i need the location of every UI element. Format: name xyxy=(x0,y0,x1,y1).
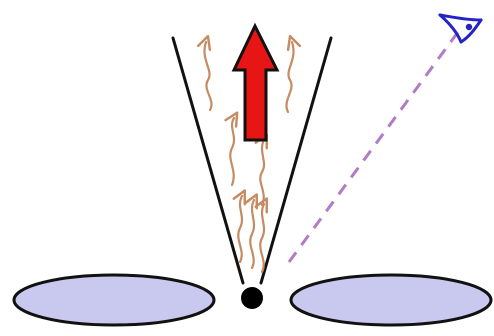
wavy-arrow xyxy=(230,118,234,185)
outflow-arrow xyxy=(234,26,277,140)
line-of-sight xyxy=(289,32,458,262)
observer-eye-icon xyxy=(440,15,481,42)
wavy-arrow xyxy=(260,140,264,205)
wavy-arrow xyxy=(286,42,293,112)
wavy-arrow xyxy=(238,196,242,262)
disk-right xyxy=(291,275,491,325)
cone-right-edge xyxy=(261,38,331,283)
cone-left-edge xyxy=(173,38,243,283)
central-object xyxy=(241,287,263,309)
wavy-arrow xyxy=(260,204,264,272)
disk-left xyxy=(14,275,214,325)
wavy-arrow xyxy=(204,42,211,110)
wavy-arrow xyxy=(250,200,254,268)
